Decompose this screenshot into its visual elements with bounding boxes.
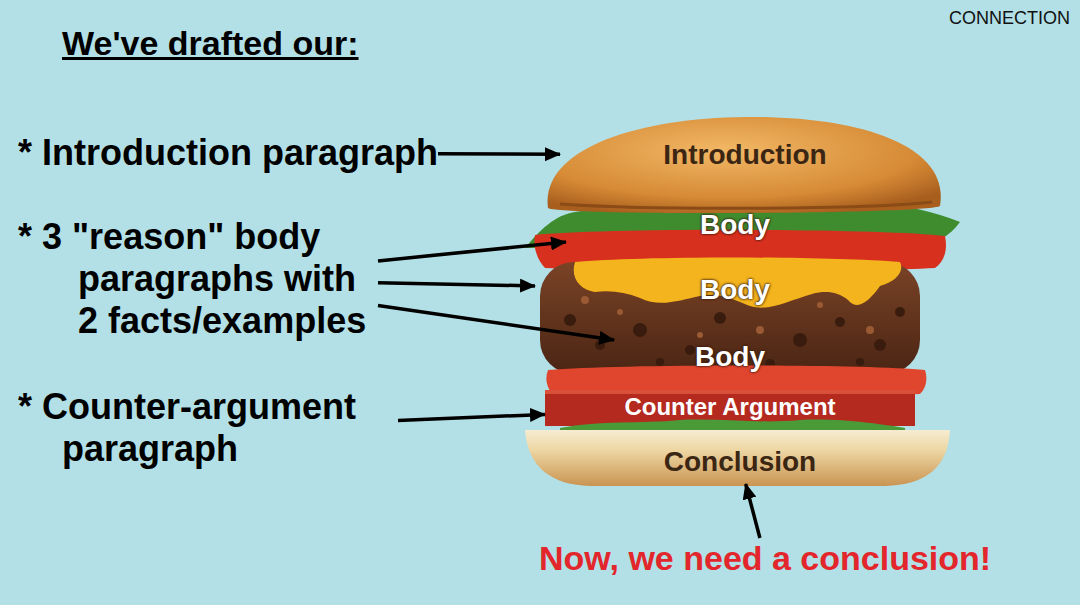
arrow-connector [378,283,535,286]
node-text: * Introduction paragraph [18,132,438,174]
node-text: Body [695,341,765,373]
arrow-connector [398,414,545,420]
arrow-connector [438,152,560,156]
callout-text: Now, we need a conclusion! [539,538,991,578]
cheese [574,258,902,308]
arrow-connector [378,242,566,261]
node-text: Counter Argument [624,393,835,421]
node-text: Introduction [663,139,826,171]
list-item: * 3 "reason" body paragraphs with 2 fact… [18,216,378,342]
burger-layer: Body [535,208,935,242]
burger-layer: Introduction [560,125,930,185]
node-text: Now, we need a conclusion! [539,538,991,578]
node-text: Body [700,209,770,241]
top-bun-edge [560,202,932,208]
burger-layer: Conclusion [530,440,950,484]
burger-layer: Body [540,340,920,374]
node-text: * 3 "reason" body paragraphs with 2 fact… [18,216,378,342]
arrow-connector [746,484,760,538]
node-text: Body [700,274,770,306]
burger-layer: Body [535,272,935,308]
burger-layer: Counter Argument [545,390,915,424]
list-item: * Counter-argument paragraph [18,386,398,470]
section-tag: CONNECTION [949,8,1070,29]
list-item: * Introduction paragraph [18,132,438,174]
bottom-bun [525,430,950,486]
node-text: Conclusion [664,446,816,478]
top-bun [548,117,941,213]
node-text: * Counter-argument paragraph [18,386,398,470]
slide-title: We've drafted our: [62,24,359,63]
arrow-connector [378,305,614,340]
